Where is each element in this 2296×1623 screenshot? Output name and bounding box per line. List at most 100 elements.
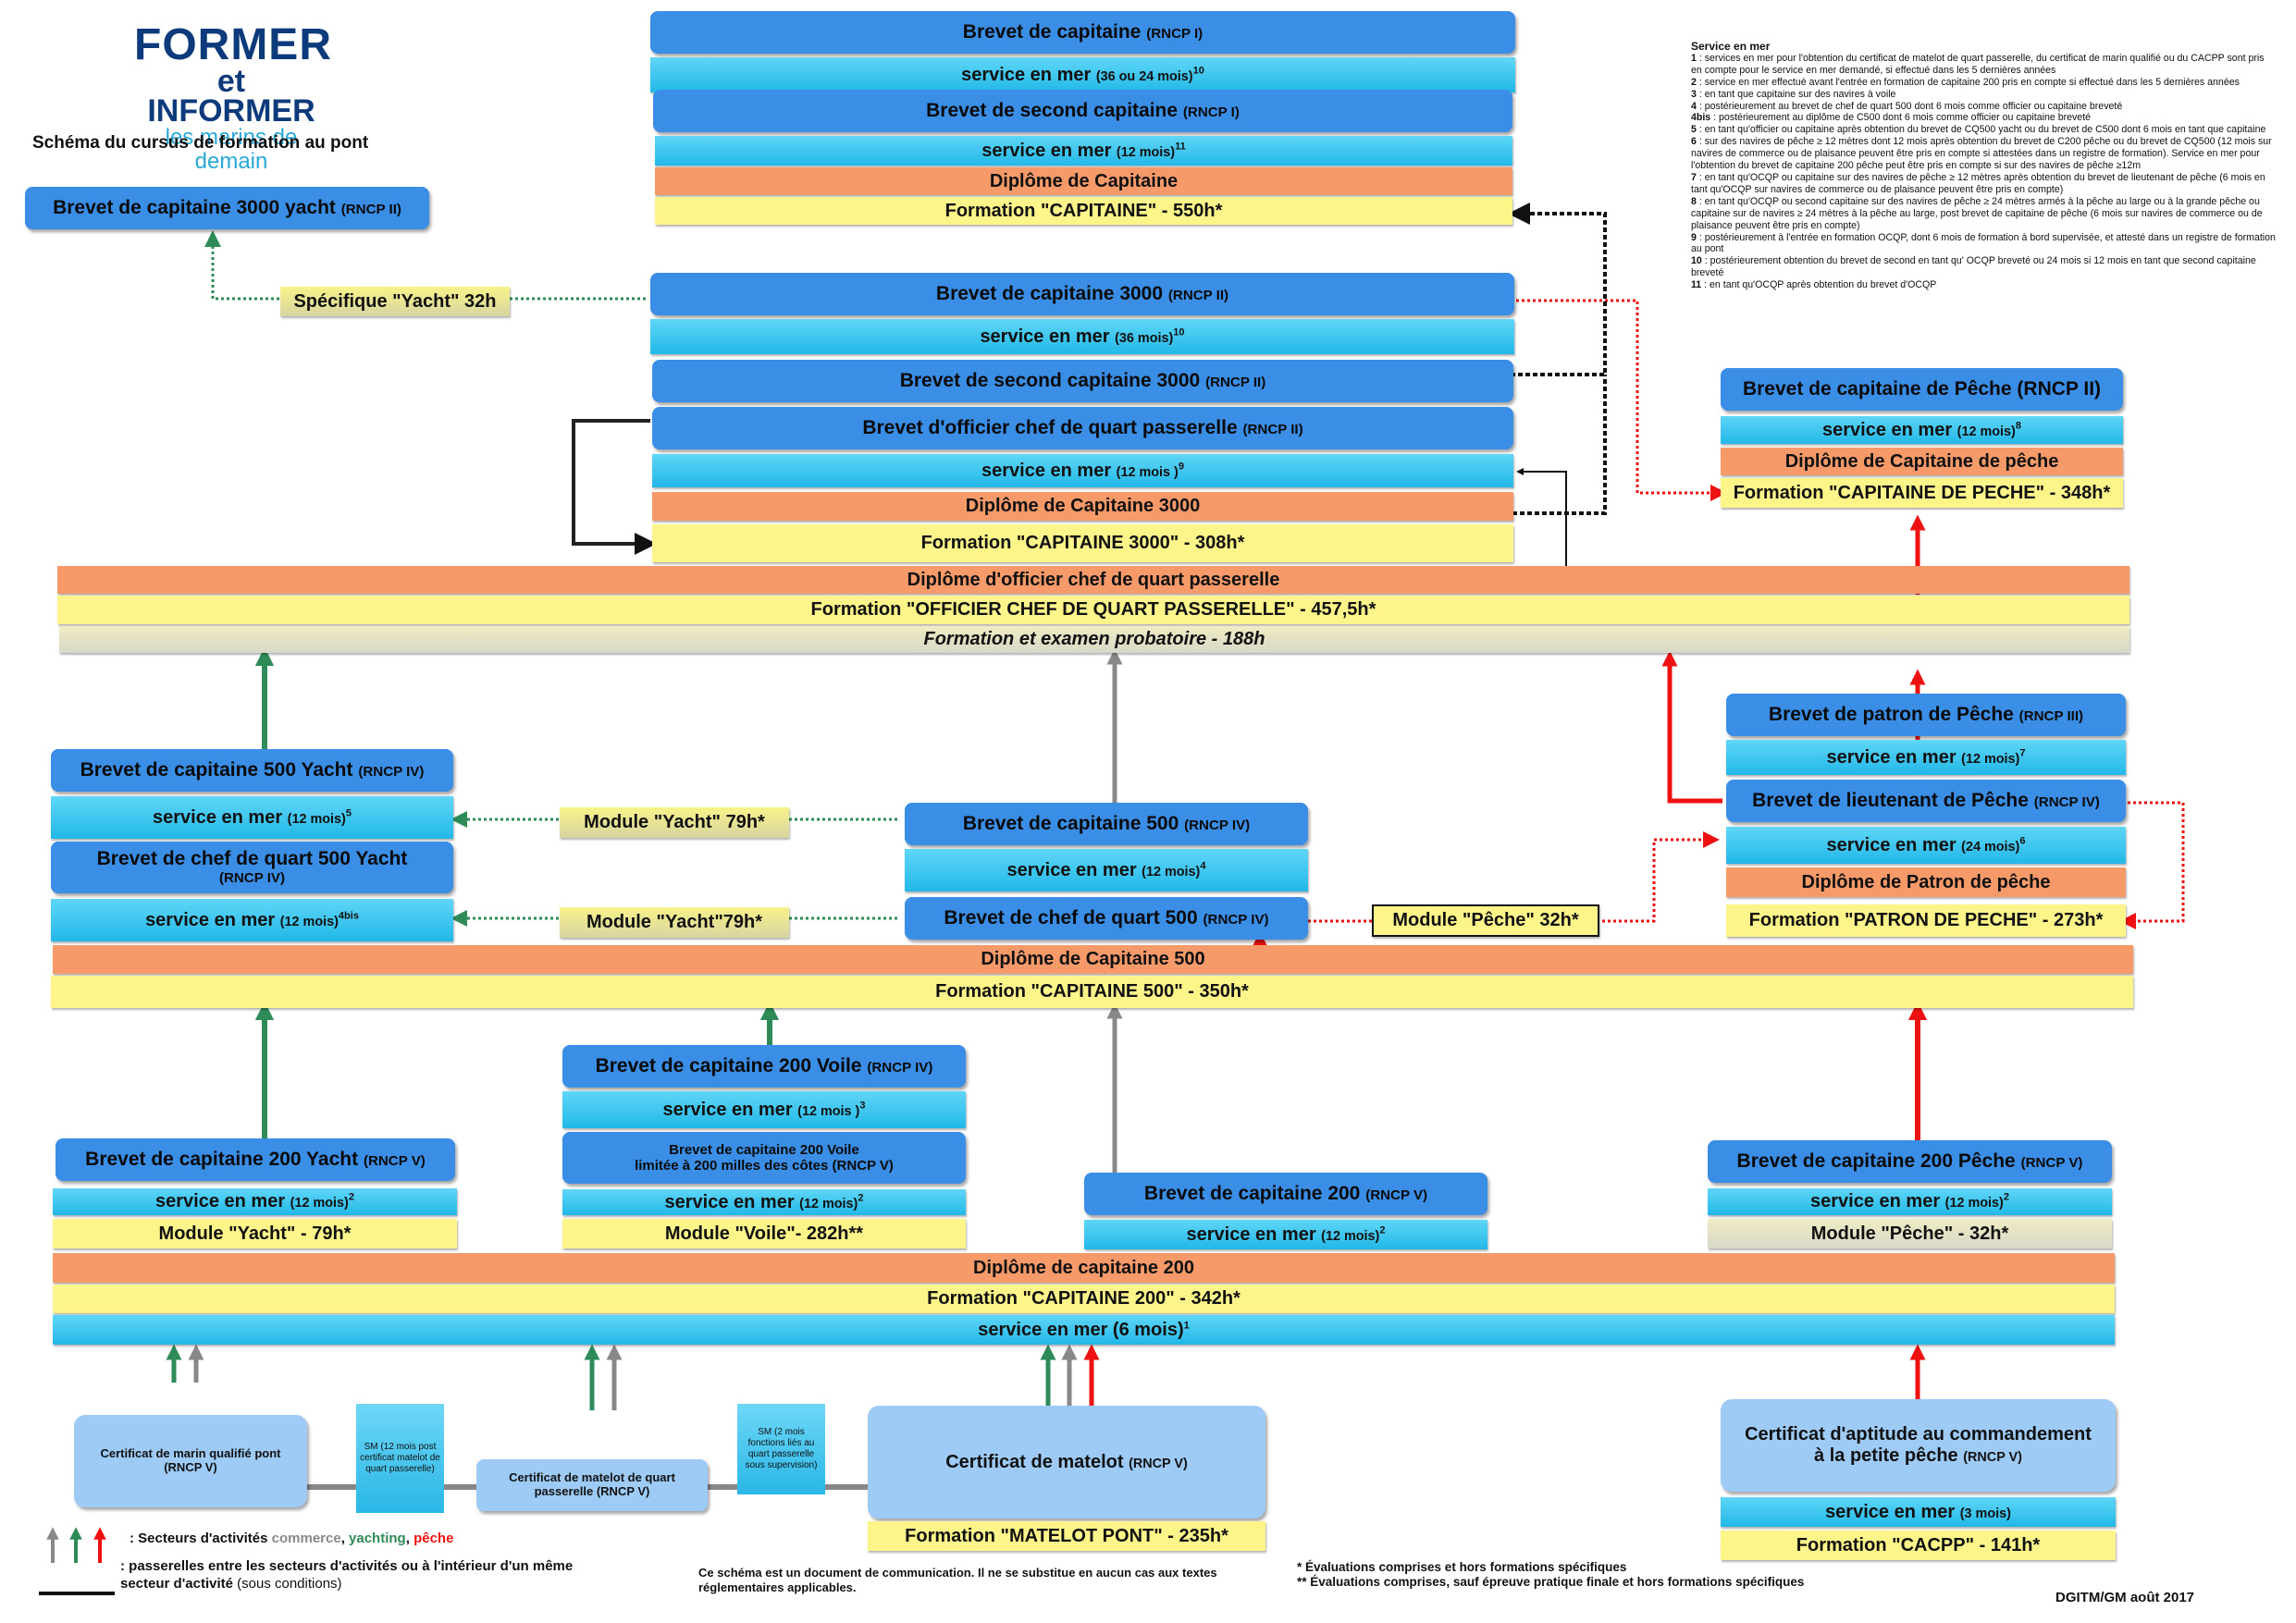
brevet-chef-de-quart-500: Brevet de chef de quart 500 (RNCP IV) <box>905 897 1308 940</box>
brevet-second-capitaine: Brevet de second capitaine (RNCP I) <box>653 90 1512 132</box>
notes-item: 4bis : postérieurement au diplôme de C50… <box>1691 112 2092 124</box>
formation-matelot-pont: Formation "MATELOT PONT" - 235h* <box>868 1521 1265 1551</box>
notes-item: 8 : en tant qu'OCQP ou second capitaine … <box>1691 195 2263 231</box>
sm-capitaine-200-voile-limitee: service en mer (12 mois)2 <box>562 1189 966 1215</box>
sm-capitaine-200-yacht: service en mer (12 mois)2 <box>53 1188 457 1215</box>
sm-second-capitaine: service en mer (12 mois)11 <box>655 136 1512 166</box>
sm-capitaine-200-voile: service en mer (12 mois )3 <box>562 1091 966 1128</box>
logo-line1: FORMER <box>134 20 332 69</box>
sm-capitaine-200-band: service en mer (6 mois)1 <box>53 1315 2115 1345</box>
legend-arrows <box>46 1527 106 1563</box>
legend-commerce: commerce <box>271 1531 341 1546</box>
legend-bridges: : passerelles entre les secteurs d'activ… <box>120 1558 574 1592</box>
notes-item: 2 : service en mer effectué avant l'entr… <box>1691 76 2240 88</box>
notes-item: 11 : en tant qu'OCQP après obtention du … <box>1691 279 1937 291</box>
brevet-capitaine-200-peche: Brevet de capitaine 200 Pêche (RNCP V) <box>1708 1140 2112 1183</box>
certificat-marin-qualifie: Certificat de marin qualifié pont(RNCP V… <box>74 1415 307 1507</box>
arrow-black-ocq-sm <box>1516 468 1567 566</box>
module-yacht-1: Module "Yacht" 79h* <box>560 807 789 838</box>
sm-lieutenant-peche: service en mer (24 mois)6 <box>1726 827 2126 864</box>
arrow-red-modpeche <box>1302 831 1720 923</box>
brevet-capitaine-peche: Brevet de capitaine de Pêche (RNCP II) <box>1721 368 2123 411</box>
sm-chef-de-quart-500-yacht: service en mer (12 mois)4bis <box>51 899 453 941</box>
sm-capitaine-500: service en mer (12 mois)4 <box>905 849 1308 891</box>
module-yacht-200: Module "Yacht" - 79h* <box>53 1219 457 1248</box>
notes-title: Service en mer <box>1691 40 1771 53</box>
logo-line3: les marins de demain <box>165 125 298 174</box>
diplome-patron-peche: Diplôme de Patron de pêche <box>1726 867 2126 897</box>
disclaimer: Ce schéma est un document de communicati… <box>698 1566 1217 1594</box>
notes-panel: Service en mer 1 : services en mer pour … <box>1691 41 2276 291</box>
formation-ocqp: Formation "OFFICIER CHEF DE QUART PASSER… <box>57 596 2129 624</box>
brevet-second-capitaine-3000: Brevet de second capitaine 3000 (RNCP II… <box>652 360 1513 402</box>
brevet-capitaine-200: Brevet de capitaine 200 (RNCP V) <box>1084 1173 1487 1215</box>
notes-item: 7 : en tant qu'OCQP ou capitaine sur des… <box>1691 171 2265 195</box>
brevet-officier-chef-de-quart: Brevet d'officier chef de quart passerel… <box>652 407 1513 449</box>
sm-capitaine-200: service en mer (12 mois)2 <box>1084 1220 1487 1249</box>
legend-sectors: : Secteurs d'activités commerce, yachtin… <box>130 1531 454 1546</box>
module-voile: Module "Voile"- 282h** <box>562 1219 966 1248</box>
footnotes: * Évaluations comprises et hors formatio… <box>1297 1560 1805 1589</box>
brevet-capitaine-200-voile: Brevet de capitaine 200 Voile (RNCP IV) <box>562 1045 966 1088</box>
formation-capitaine-500: Formation "CAPITAINE 500" - 350h* <box>51 976 2133 1008</box>
legend-peche: pêche <box>414 1531 454 1546</box>
diplome-capitaine-200: Diplôme de capitaine 200 <box>53 1253 2115 1283</box>
module-yacht-2: Module "Yacht"79h* <box>560 907 789 938</box>
module-peche: Module "Pêche" 32h* <box>1372 904 1599 937</box>
logo: FORMER et INFORMER les marins de demain <box>134 20 332 174</box>
diplome-capitaine-3000: Diplôme de Capitaine 3000 <box>652 492 1513 521</box>
formation-cacpp: Formation "CACPP" - 141h* <box>1721 1531 2116 1560</box>
sm-12-mois-box: SM (12 mois post certificat matelot de q… <box>356 1404 444 1513</box>
brevet-lieutenant-peche: Brevet de lieutenant de Pêche (RNCP IV) <box>1726 780 2126 822</box>
brevet-capitaine: Brevet de capitaine (RNCP I) <box>650 11 1515 54</box>
brevet-capitaine-500-yacht: Brevet de capitaine 500 Yacht (RNCP IV) <box>51 749 453 792</box>
notes-item: 10 : postérieurement obtention du brevet… <box>1691 255 2256 279</box>
sm-capitaine-3000: service en mer (36 mois)10 <box>650 319 1514 354</box>
certificat-matelot: Certificat de matelot (RNCP V) <box>868 1406 1265 1518</box>
formation-probatoire: Formation et examen probatoire - 188h <box>59 626 2129 653</box>
sm-cacpp: service en mer (3 mois) <box>1721 1497 2116 1527</box>
diplome-capitaine: Diplôme de Capitaine <box>655 167 1512 195</box>
specifique-yacht: Spécifique "Yacht" 32h <box>280 287 510 316</box>
brevet-capitaine-500: Brevet de capitaine 500 (RNCP IV) <box>905 803 1308 845</box>
formation-capitaine-peche: Formation "CAPITAINE DE PECHE" - 348h* <box>1721 478 2123 508</box>
legend-black-line <box>39 1592 115 1595</box>
arrow-black-dotted-cap <box>1508 203 1607 376</box>
brevet-chef-de-quart-500-yacht: Brevet de chef de quart 500 Yacht(RNCP I… <box>51 842 453 893</box>
sm-2-mois-box: SM (2 mois fonctions liés au quart passe… <box>737 1404 825 1494</box>
notes-item: 1 : services en mer pour l'obtention du … <box>1691 52 2265 76</box>
formation-capitaine-3000: Formation "CAPITAINE 3000" - 308h* <box>652 524 1513 562</box>
legend-yachting: yachting <box>349 1531 406 1546</box>
notes-item: 5 : en tant qu'officier ou capitaine apr… <box>1691 124 2266 136</box>
sm-capitaine: service en mer (36 ou 24 mois)10 <box>650 57 1515 92</box>
sm-capitaine-peche: service en mer (12 mois)8 <box>1721 416 2123 444</box>
formation-capitaine: Formation "CAPITAINE" - 550h* <box>655 197 1512 225</box>
notes-item: 6 : sur des navires de pêche ≥ 12 mètres… <box>1691 136 2272 172</box>
page-subtitle: Schéma du cursus de formation au pont <box>32 133 369 153</box>
sm-capitaine-500-yacht: service en mer (12 mois)5 <box>51 796 453 839</box>
signature: DGITM/GM août 2017 <box>2055 1590 2195 1605</box>
sm-capitaine-200-peche: service en mer (12 mois)2 <box>1708 1188 2112 1215</box>
diplome-capitaine-500: Diplôme de Capitaine 500 <box>53 945 2133 974</box>
formation-capitaine-200: Formation "CAPITAINE 200" - 342h* <box>53 1285 2115 1313</box>
arrow-red-lieut-ocqp <box>1661 650 1722 804</box>
notes-item: 9 : postérieurement à l'entrée en format… <box>1691 231 2276 255</box>
arrow-black-dotted-second <box>1512 375 1607 515</box>
sm-ocq: service en mer (12 mois )9 <box>652 454 1513 487</box>
arrow-red-lieut-loop <box>2119 801 2185 929</box>
diplome-ocqp: Diplôme d'officier chef de quart passere… <box>57 566 2129 594</box>
notes-item: 4 : postérieurement au brevet de chef de… <box>1691 100 2123 112</box>
notes-item: 3 : en tant que capitaine sur des navire… <box>1691 88 1896 100</box>
formation-patron-peche: Formation "PATRON DE PECHE" - 273h* <box>1726 904 2126 937</box>
brevet-capitaine-3000: Brevet de capitaine 3000 (RNCP II) <box>650 273 1514 315</box>
diplome-capitaine-peche: Diplôme de Capitaine de pêche <box>1721 448 2123 475</box>
module-peche-200: Module "Pêche" - 32h* <box>1708 1219 2112 1248</box>
sm-patron-peche: service en mer (12 mois)7 <box>1726 740 2126 775</box>
arrow-black-ocq-loop <box>572 419 657 555</box>
brevet-patron-peche: Brevet de patron de Pêche (RNCP III) <box>1726 694 2126 736</box>
brevet-capitaine-200-yacht: Brevet de capitaine 200 Yacht (RNCP V) <box>56 1138 455 1181</box>
brevet-capitaine-3000-yacht: Brevet de capitaine 3000 yacht (RNCP II) <box>25 187 429 229</box>
arrow-red-c3000-capp <box>1511 299 1727 501</box>
